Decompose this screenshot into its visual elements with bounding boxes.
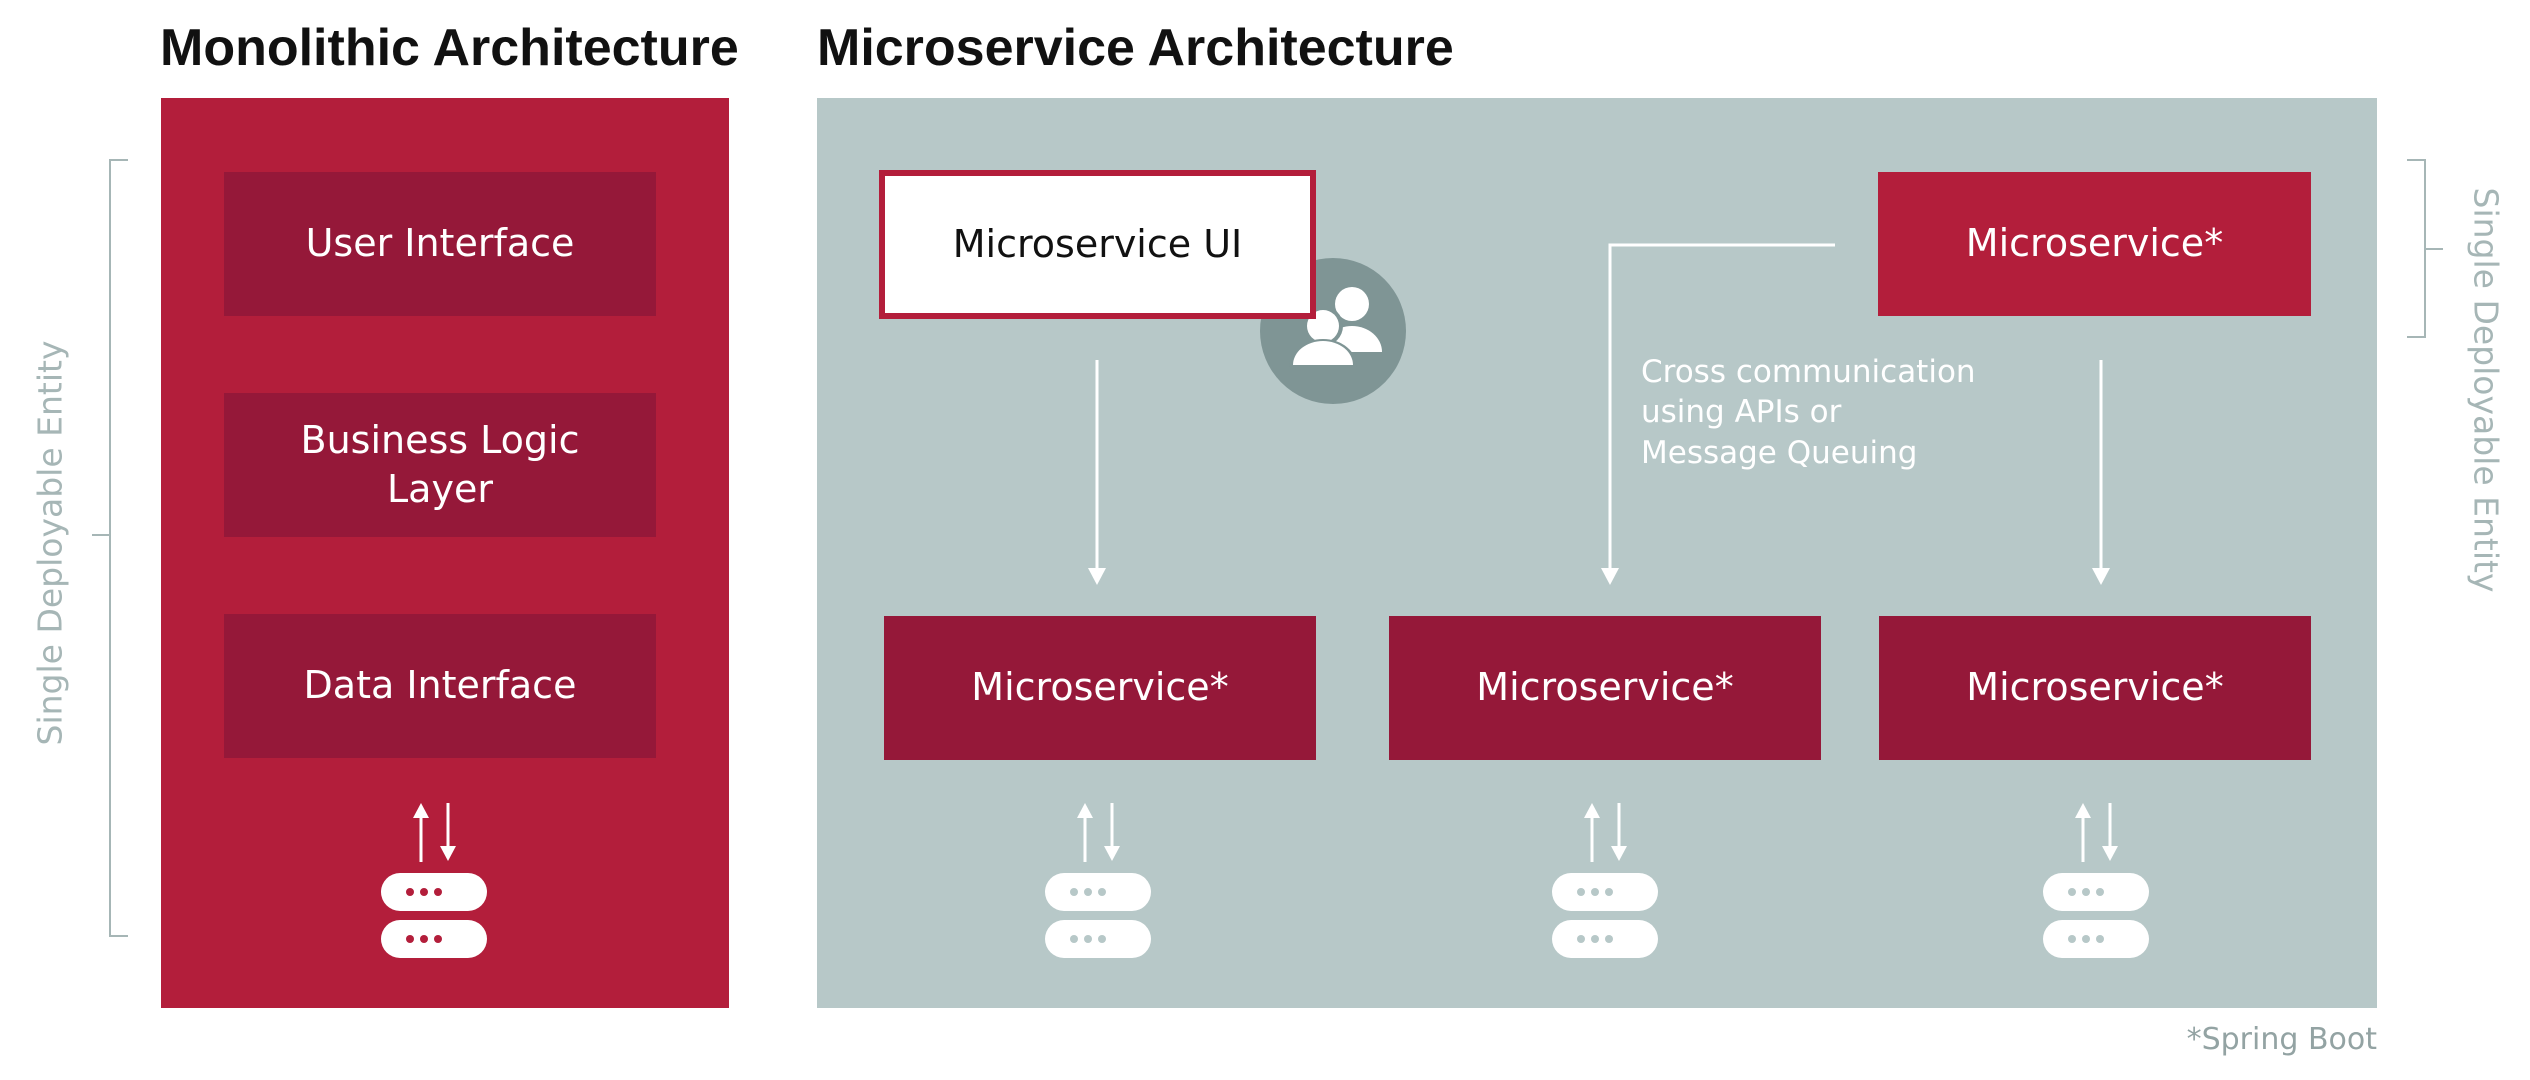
service-3-data-icon <box>2043 803 2149 958</box>
users-icon <box>1260 258 1406 404</box>
monolithic-side-label: Single Deployable Entity <box>30 340 70 746</box>
service-to-service-arrow <box>2092 360 2110 585</box>
microservice-side-label: Single Deployable Entity <box>2466 187 2506 593</box>
microservice-box-2: Microservice* <box>1389 616 1821 760</box>
service-1-data-icon <box>1045 803 1151 958</box>
microservice-ui-box: Microservice UI <box>879 170 1316 319</box>
cross-communication-note: Cross communication using APIs or Messag… <box>1641 354 1976 471</box>
layer-business-logic: Business Logic Layer <box>224 393 656 537</box>
microservice-title: Microservice Architecture <box>817 19 1454 77</box>
cross-communication-arrow <box>1601 243 1835 585</box>
monolithic-database-icon <box>381 873 487 958</box>
service-2-data-icon <box>1552 803 1658 958</box>
footnote: *Spring Boot <box>2186 1022 2377 1057</box>
layer-user-interface: User Interface <box>224 172 656 316</box>
layer-data-interface: Data Interface <box>224 614 656 758</box>
microservice-top-box: Microservice* <box>1878 172 2311 316</box>
monolithic-title: Monolithic Architecture <box>160 19 739 77</box>
microservice-box-1: Microservice* <box>884 616 1316 760</box>
right-bracket <box>2407 159 2443 338</box>
monolithic-data-arrows-icon <box>413 803 456 862</box>
microservice-box-3: Microservice* <box>1879 616 2311 760</box>
ui-to-service-arrow <box>1088 360 1106 585</box>
left-bracket <box>92 159 128 937</box>
